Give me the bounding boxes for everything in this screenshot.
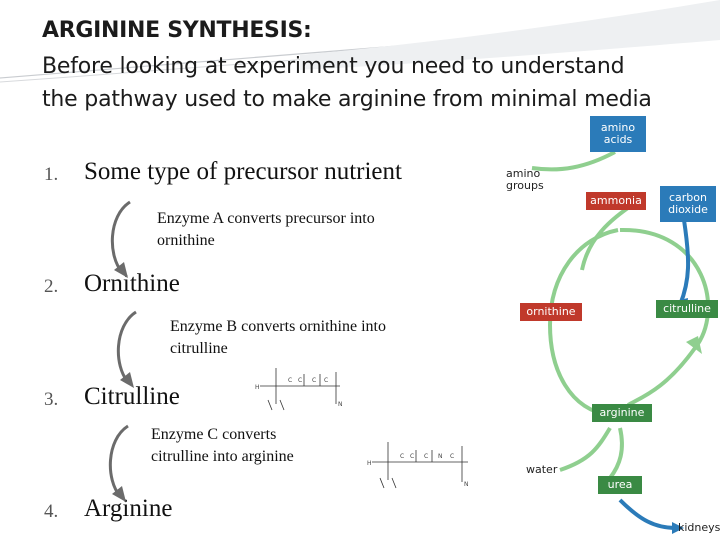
svg-text:H: H [255,384,260,391]
svg-text:C: C [450,453,454,460]
enzyme-b-line1: Enzyme B converts ornithine into [170,318,386,335]
water-label: water [526,463,558,476]
step-2-number: 2. [44,276,59,297]
enzyme-c-line1: Enzyme C converts [151,426,277,443]
enzyme-b-line2: citrulline [170,340,228,357]
svg-text:C: C [400,453,404,460]
amino-groups-label: amino groups [506,168,544,192]
svg-text:N: N [338,401,343,408]
ornithine-box: ornithine [520,303,582,321]
urea-label: urea [607,478,633,491]
carbon-dioxide-label-2: dioxide [668,203,708,216]
subtitle-line-2: the pathway used to make arginine from m… [42,87,652,112]
enzyme-a-line2: ornithine [157,232,215,249]
svg-text:C: C [312,377,316,384]
enzyme-a-line1: Enzyme A converts precursor into [157,210,375,227]
bracket-arrow-b [116,310,137,388]
urea-box: urea [598,476,642,494]
ornithine-label: ornithine [526,305,576,318]
enzyme-a-text: Enzyme A converts precursor into ornithi… [157,208,375,252]
page-title: ARGININE SYNTHESIS: [42,18,312,43]
svg-text:N: N [438,453,443,460]
kidneys-label: kidneys [678,521,720,534]
ammonia-box: ammonia [586,192,646,210]
svg-text:C: C [288,377,292,384]
step-2-label: Ornithine [84,270,180,297]
enzyme-c-text: Enzyme C converts citrulline into argini… [151,424,294,468]
step-3-label: Citrulline [84,383,180,410]
svg-text:C: C [410,453,414,460]
citrulline-label: citrulline [663,302,711,315]
bracket-arrow-a [110,200,131,278]
svg-text:C: C [324,377,328,384]
ammonia-label: ammonia [590,194,642,207]
amino-acids-label-1: amino [600,121,636,134]
amino-groups-label-1: amino [506,167,541,180]
carbon-dioxide-label-1: carbon [669,191,707,204]
step-4-number: 4. [44,501,59,522]
bracket-arrow-c [108,424,129,502]
step-3-number: 3. [44,389,59,410]
svg-text:N: N [464,481,469,488]
svg-text:H: H [367,460,372,467]
carbon-dioxide-box: carbon dioxide [660,186,716,222]
arginine-label: arginine [599,406,645,419]
header-swoosh [0,0,720,83]
enzyme-c-line2: citrulline into arginine [151,448,294,465]
enzyme-b-text: Enzyme B converts ornithine into citrull… [170,316,386,360]
amino-acids-box: amino acids [590,116,646,152]
step-4-label: Arginine [84,495,173,522]
arginine-box: arginine [592,404,652,422]
step-1-label: Some type of precursor nutrient [84,158,402,185]
citrulline-box: citrulline [656,300,718,318]
amino-acids-label-2: acids [603,133,633,146]
svg-text:C: C [424,453,428,460]
svg-text:C: C [298,377,302,384]
subtitle-line-1: Before looking at experiment you need to… [42,54,625,79]
amino-groups-label-2: groups [506,179,544,192]
step-1-number: 1. [44,164,59,185]
